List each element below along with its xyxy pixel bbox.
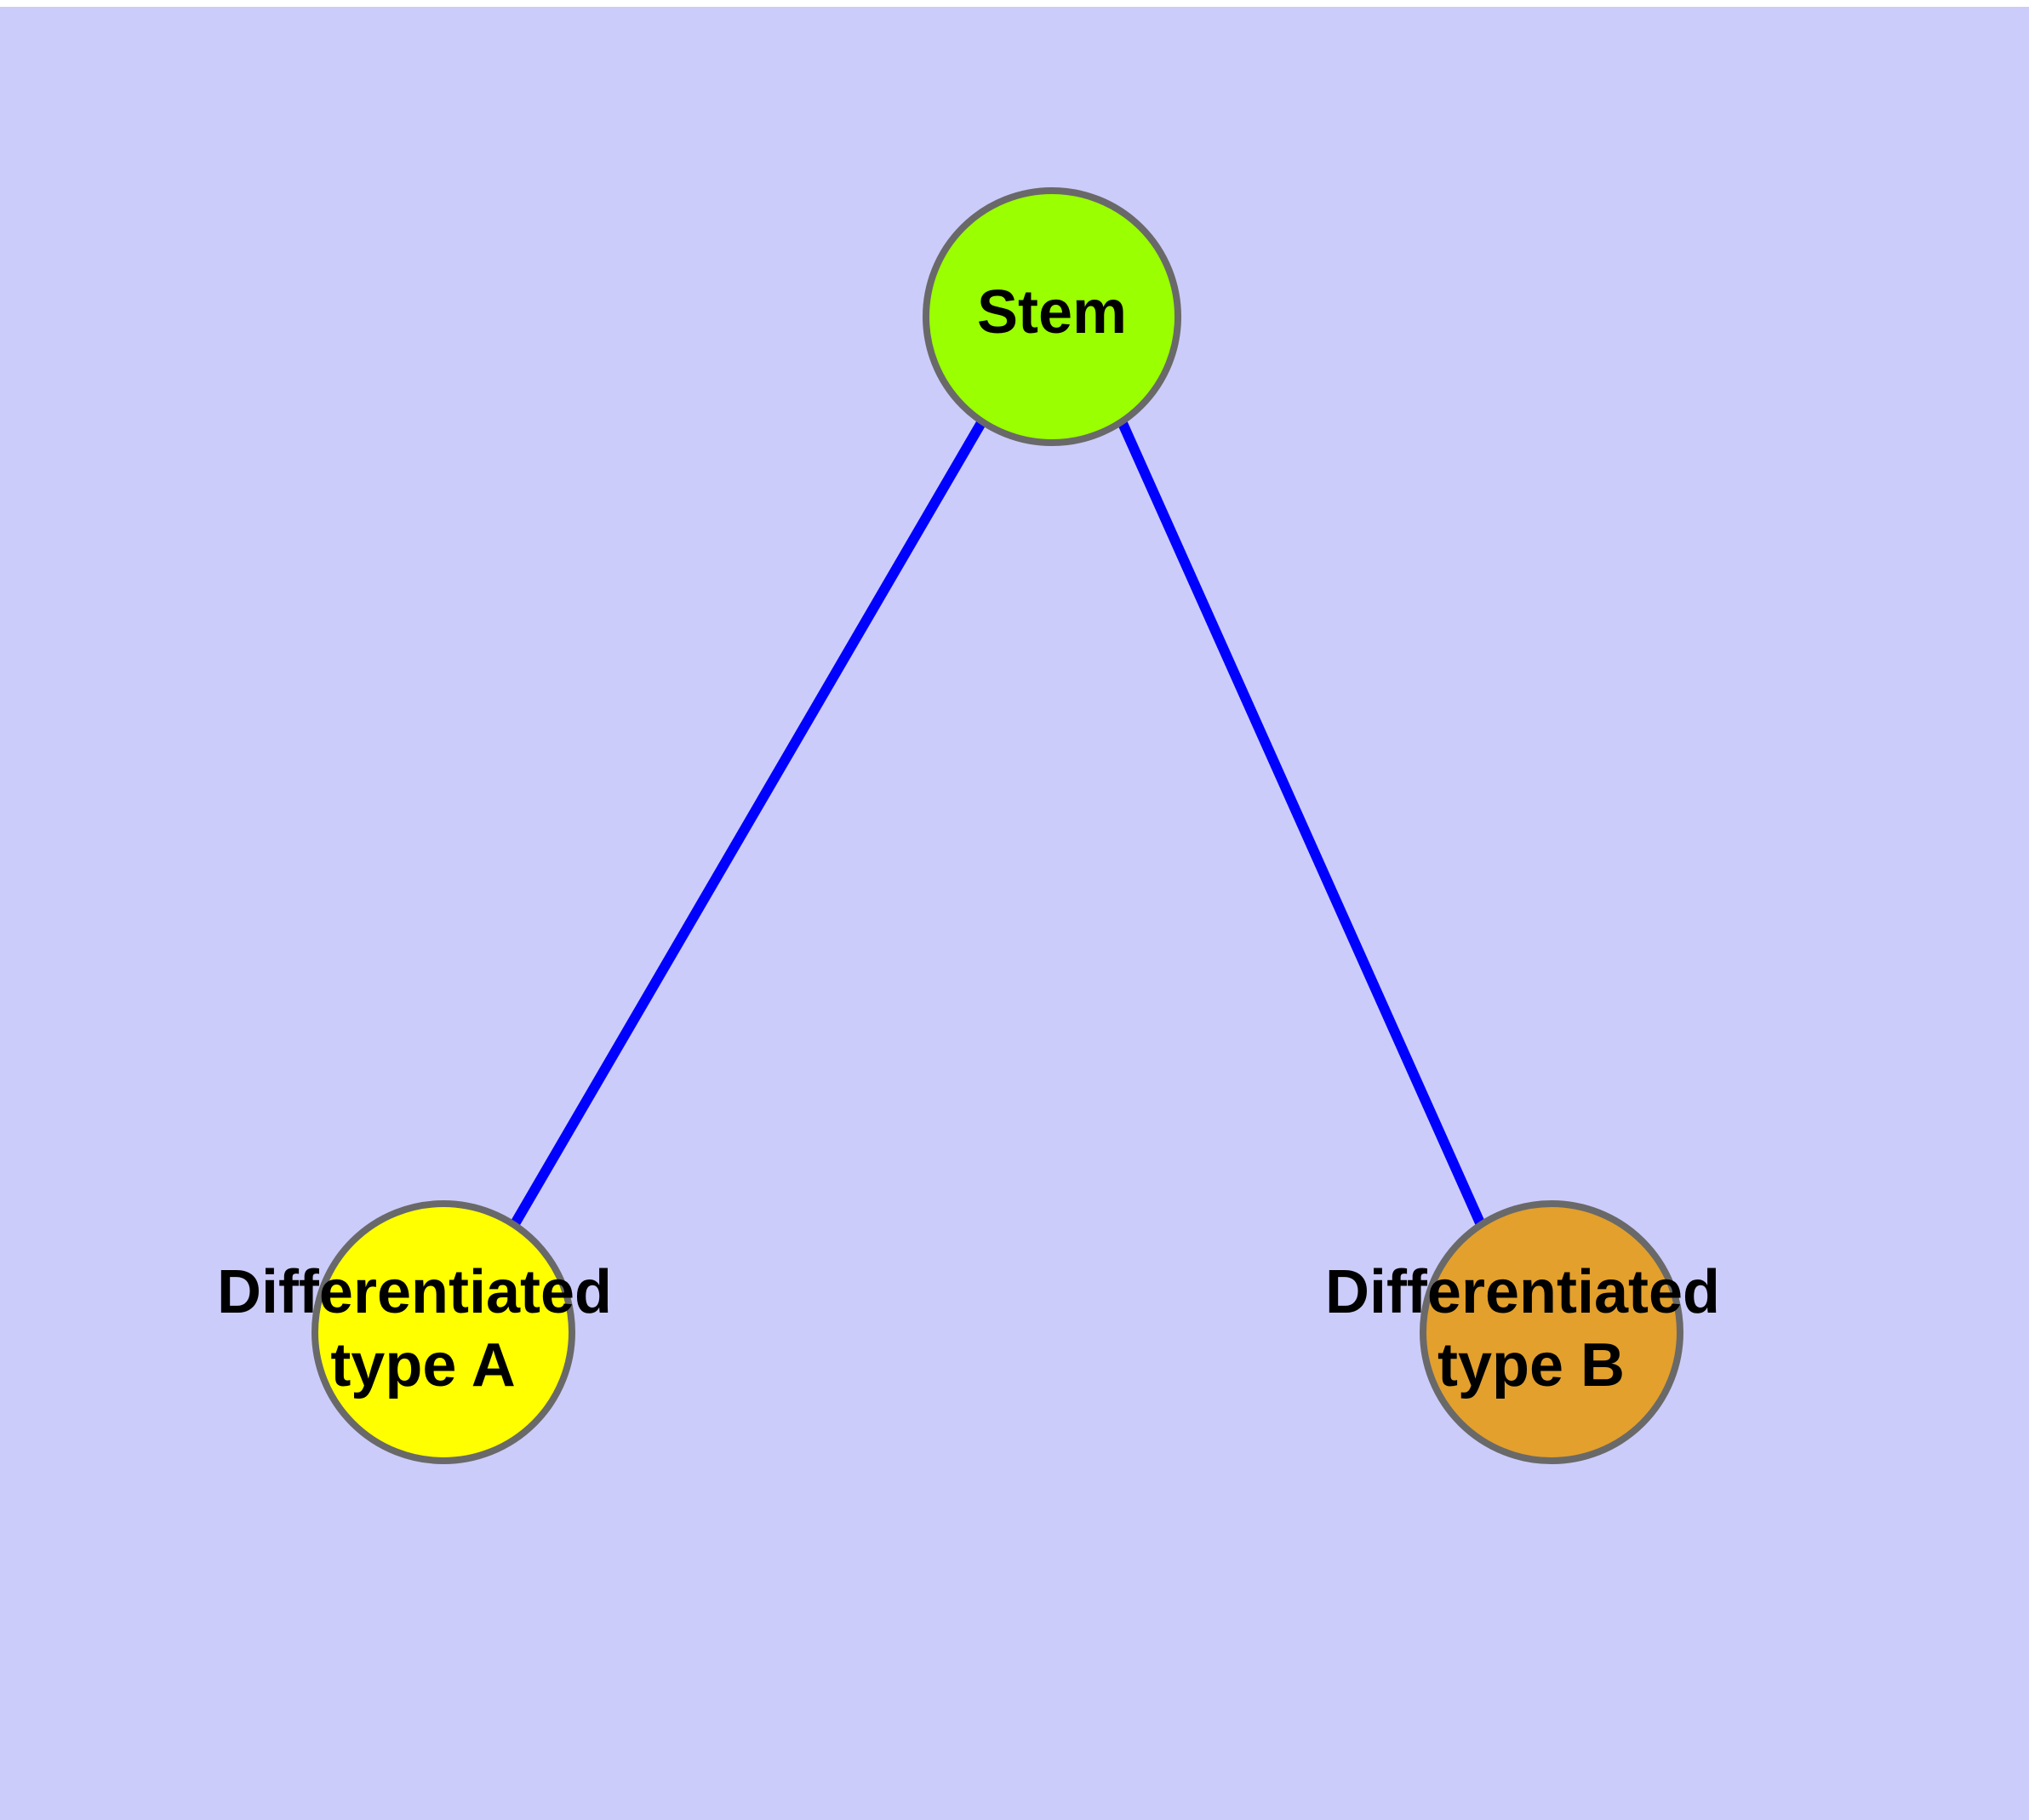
node-differentiated-type-a[interactable] — [311, 1200, 575, 1464]
node-label-line: type A — [330, 1331, 515, 1399]
canvas-top-margin — [0, 0, 2029, 7]
edge-stem-to-differentiated-type-a[interactable] — [508, 418, 987, 1230]
nodes-layer — [311, 187, 1683, 1464]
node-label-stem: Stem — [977, 278, 1127, 346]
node-label-differentiated-type-b: Differentiated type B — [1325, 1258, 1737, 1399]
node-label-line: Differentiated — [1325, 1258, 1720, 1326]
node-label-line: Differentiated — [217, 1258, 612, 1326]
node-label-line: type B — [1437, 1331, 1625, 1399]
edge-stem-to-differentiated-type-b[interactable] — [1117, 419, 1487, 1229]
node-label-differentiated-type-a: Differentiated type A — [217, 1258, 629, 1399]
node-differentiated-type-b[interactable] — [1420, 1200, 1683, 1464]
node-label-line: Stem — [977, 278, 1127, 346]
edges-layer — [508, 418, 1487, 1230]
labels-layer: Stem Differentiated type A Differentiate… — [217, 278, 1737, 1399]
node-stem[interactable] — [923, 187, 1181, 446]
